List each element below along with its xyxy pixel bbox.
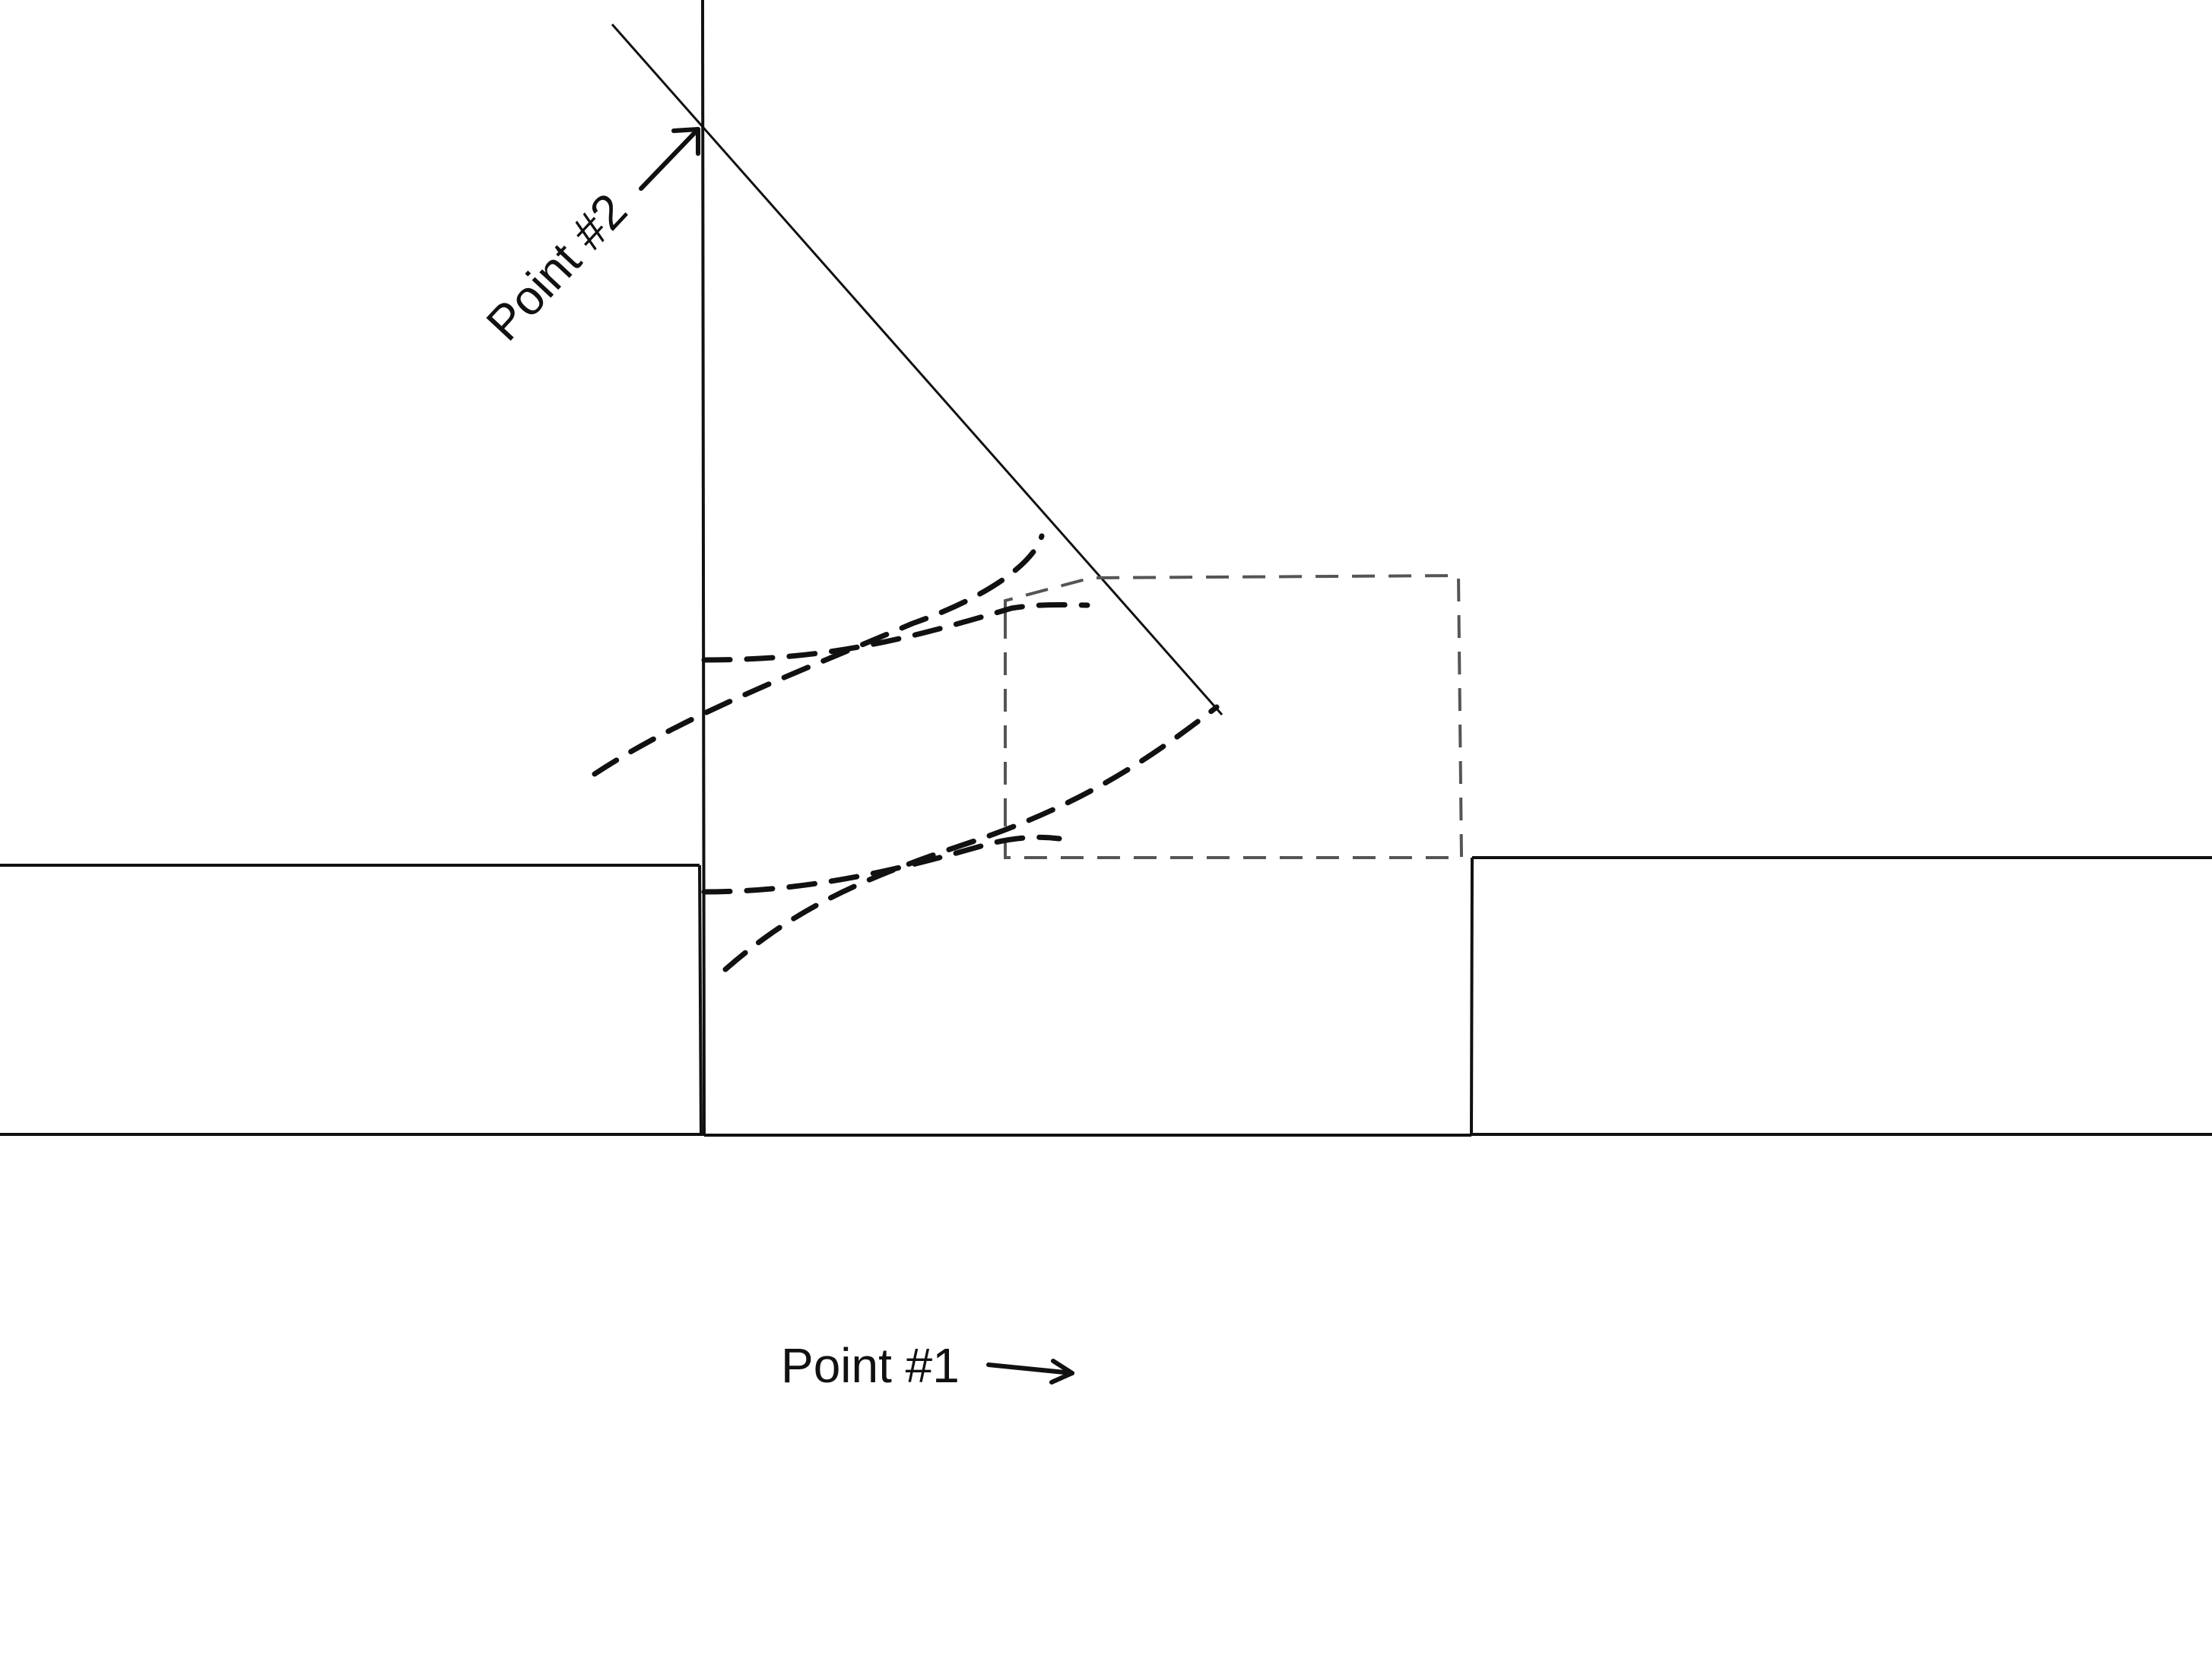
dashed-trajectories — [592, 533, 1220, 972]
point2-label: Point #2 — [476, 183, 638, 351]
left-tall-vertical-line — [701, 0, 706, 1135]
point1-label: Point #1 — [781, 1338, 960, 1393]
road-outline — [0, 0, 2212, 1137]
lower-trajectory-1 — [701, 834, 1062, 895]
diagonal-sight-line — [611, 24, 1223, 715]
point2-annotation: Point #2 — [476, 127, 700, 351]
upper-trajectory-2 — [592, 533, 1045, 777]
left-corner-edge — [698, 864, 703, 1135]
point1-arrow-icon — [986, 1359, 1074, 1385]
point2-arrow-icon — [639, 127, 700, 191]
point1-annotation: Point #1 — [781, 1338, 1074, 1393]
lower-trajectory-2 — [722, 704, 1220, 972]
upper-trajectory-1 — [701, 601, 1090, 663]
dashed-vehicle-box — [1004, 573, 1464, 859]
right-corner-edge — [1470, 857, 1474, 1135]
